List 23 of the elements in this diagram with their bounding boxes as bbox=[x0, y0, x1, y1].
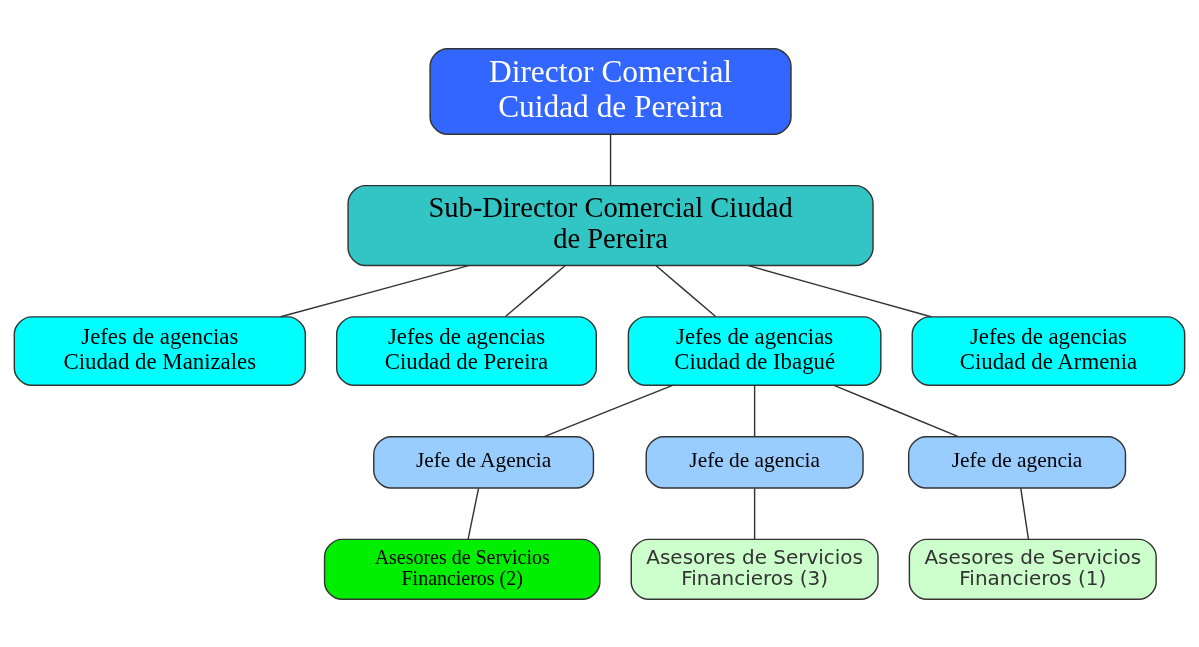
node-box: Jefes de agencias Ciudad de Pereira bbox=[335, 315, 597, 386]
connector bbox=[753, 487, 756, 540]
connector bbox=[1020, 487, 1030, 540]
connector bbox=[833, 384, 960, 437]
node-box: Director Comercial Cuidad de Pereira bbox=[429, 47, 792, 135]
connector bbox=[543, 384, 674, 437]
node-box: Jefes de agencias Ciudad de Armenia bbox=[911, 315, 1186, 386]
node-box: Jefe de agencia bbox=[907, 435, 1127, 489]
connector bbox=[753, 384, 756, 437]
connector bbox=[747, 264, 932, 317]
connector bbox=[609, 133, 612, 186]
node-box: Jefes de agencias Ciudad de Ibagué bbox=[627, 315, 882, 386]
node-box: Asesores de Servicios Financieros (1) bbox=[908, 538, 1157, 600]
node-box: Jefe de agencia bbox=[645, 435, 864, 489]
node-box: Jefe de Agencia bbox=[373, 435, 595, 489]
node-box: Asesores de Servicios Financieros (2) bbox=[323, 538, 601, 600]
connector bbox=[467, 487, 480, 540]
connector bbox=[279, 264, 470, 317]
connector bbox=[655, 264, 717, 317]
node-box: Jefes de agencias Ciudad de Manizales bbox=[13, 315, 307, 386]
node-box: Asesores de Servicios Financieros (3) bbox=[630, 538, 879, 600]
node-box: Sub-Director Comercial Ciudad de Pereira bbox=[347, 184, 874, 266]
connector bbox=[504, 264, 566, 317]
